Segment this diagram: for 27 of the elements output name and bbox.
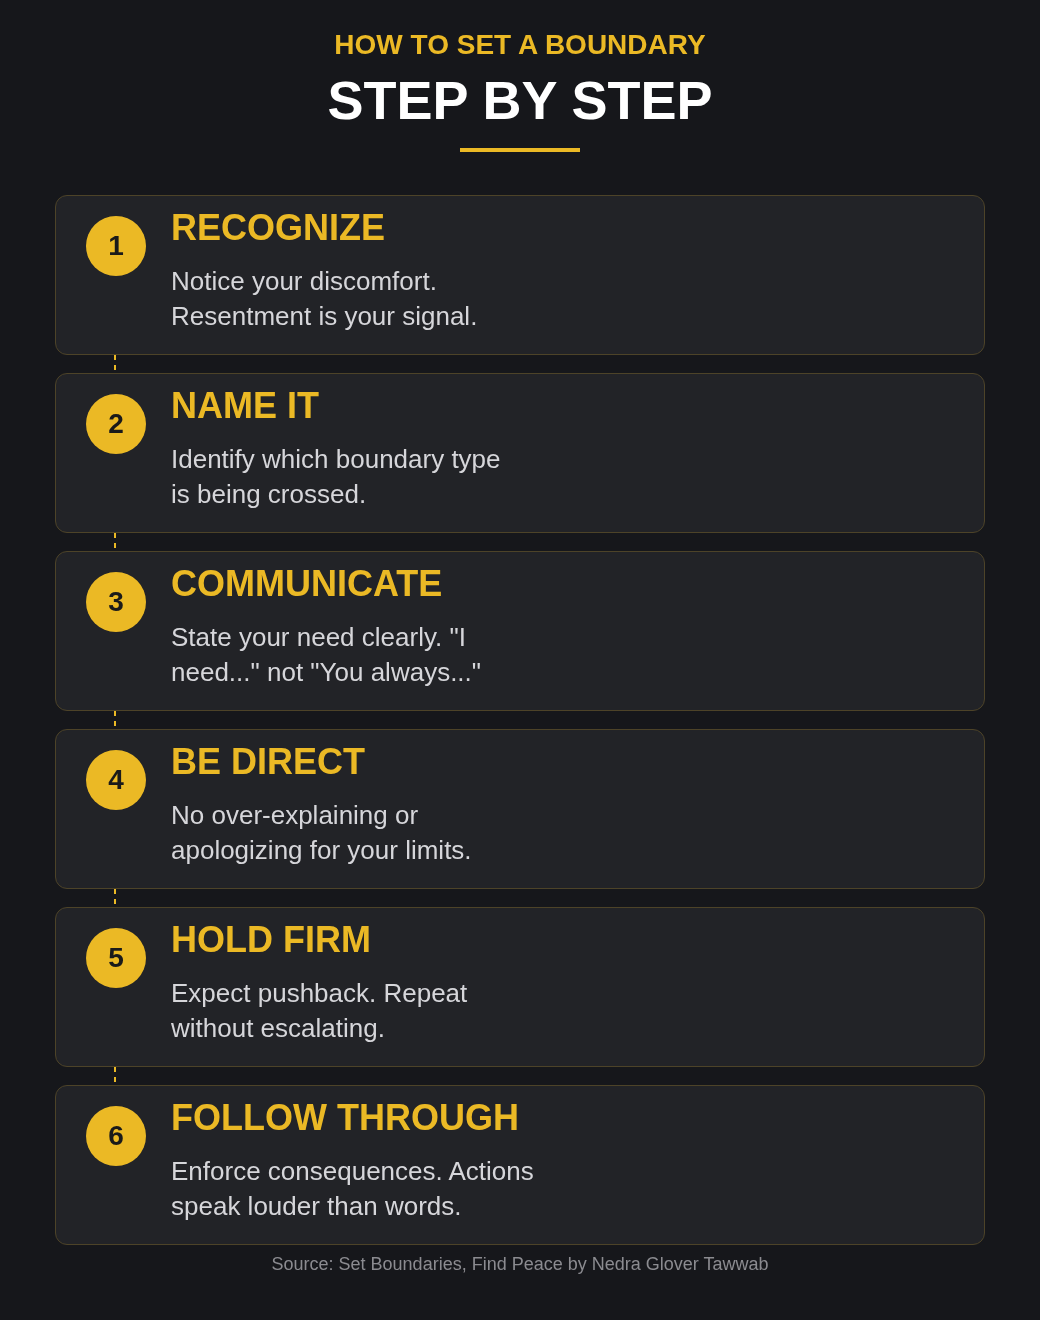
step-number: 3 bbox=[86, 572, 146, 632]
step-number: 6 bbox=[86, 1106, 146, 1166]
step-card bbox=[55, 729, 985, 889]
step-card bbox=[55, 1085, 985, 1245]
step-description: State your need clearly. "I need..." not "You always..." bbox=[171, 621, 483, 689]
step-description: Notice your discomfort. Resentment is your signal. bbox=[171, 265, 479, 333]
step-description: Identify which boundary type is being crossed. bbox=[171, 443, 502, 511]
step-card bbox=[55, 195, 985, 355]
step-card bbox=[55, 907, 985, 1067]
step-description: Expect pushback. Repeat without escalating. bbox=[171, 977, 469, 1045]
step-description: Enforce consequences. Actions speak louder than words. bbox=[171, 1155, 535, 1223]
step-heading: BE DIRECT bbox=[171, 742, 365, 782]
step-card bbox=[55, 551, 985, 711]
step-heading: HOLD FIRM bbox=[171, 920, 371, 960]
step-heading: RECOGNIZE bbox=[171, 208, 385, 248]
step-number: 2 bbox=[86, 394, 146, 454]
step-number: 1 bbox=[86, 216, 146, 276]
title: STEP BY STEP bbox=[327, 72, 713, 128]
step-number: 4 bbox=[86, 750, 146, 810]
step-heading: FOLLOW THROUGH bbox=[171, 1098, 519, 1138]
source-caption: Source: Set Boundaries, Find Peace by Nedra Glover Tawwab bbox=[271, 1253, 769, 1275]
step-heading: COMMUNICATE bbox=[171, 564, 443, 604]
step-number: 5 bbox=[86, 928, 146, 988]
subtitle: HOW TO SET A BOUNDARY bbox=[334, 30, 706, 60]
step-card bbox=[55, 373, 985, 533]
step-description: No over-explaining or apologizing for your limits. bbox=[171, 799, 473, 867]
step-heading: NAME IT bbox=[171, 386, 319, 426]
